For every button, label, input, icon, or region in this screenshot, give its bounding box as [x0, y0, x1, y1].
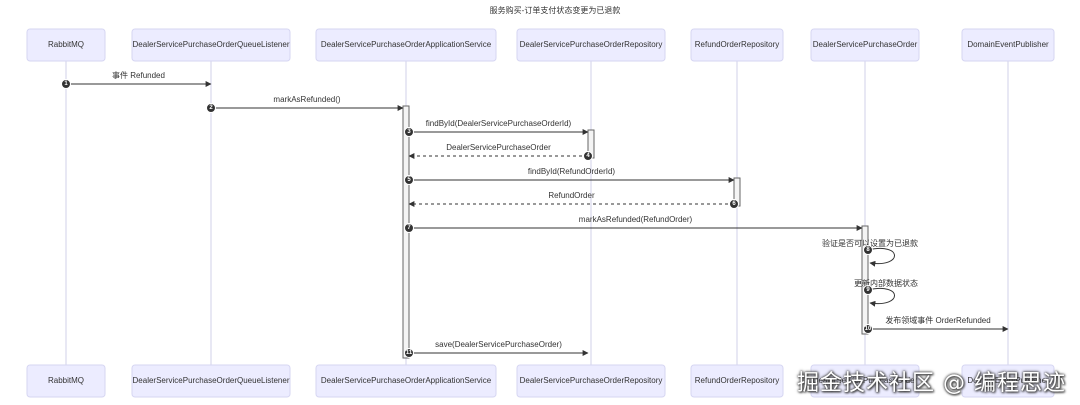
- participant-box-refundRepo-bottom[interactable]: [690, 364, 784, 398]
- sequence-number-badge: [583, 151, 593, 161]
- participant-label-listener-bottom: DealerServicePurchaseOrderQueueListener: [133, 376, 290, 385]
- sequence-number: 6: [732, 201, 736, 207]
- participants-top: RabbitMQ DealerServicePurchaseOrderQueueL…: [26, 28, 1055, 62]
- participant-box-app-bottom[interactable]: [315, 364, 497, 398]
- message-10: 发布领域事件 OrderRefunded 10: [863, 315, 1009, 334]
- participant-box-order-bottom[interactable]: [810, 364, 920, 398]
- message-label: RefundOrder: [548, 191, 595, 200]
- sequence-number-badge: [206, 103, 216, 113]
- diagram-title: 服务购买-订单支付状态变更为已退款: [490, 5, 621, 15]
- participant-label-order-bottom: DealerServicePurchaseOrder: [813, 376, 918, 385]
- message-label: 发布领域事件 OrderRefunded: [885, 315, 990, 325]
- participant-label-listener-top: DealerServicePurchaseOrderQueueListener: [133, 40, 290, 49]
- participant-box-listener-top[interactable]: [131, 28, 291, 62]
- sequence-number-badge: [404, 223, 414, 233]
- message-label: findById(RefundOrderId): [528, 167, 615, 176]
- message-arrow: [867, 288, 895, 307]
- participant-label-repo-bottom: DealerServicePurchaseOrderRepository: [520, 376, 663, 385]
- sequence-number: 8: [866, 247, 870, 253]
- message-label: markAsRefunded(): [273, 95, 340, 104]
- participant-box-mq-bottom[interactable]: [26, 364, 106, 398]
- watermark-text: 掘金技术社区 @ 编程思迹: [797, 371, 1066, 396]
- messages: 事件 Refunded 1 markAsRefunded() 2 findById(De…: [61, 70, 1009, 358]
- sequence-number: 3: [407, 129, 411, 135]
- participant-label-app-bottom: DealerServicePurchaseOrderApplicationSer…: [321, 376, 492, 385]
- participant-box-listener-bottom[interactable]: [131, 364, 291, 398]
- sequence-number-badge: [404, 348, 414, 358]
- sequence-number-badge: [404, 127, 414, 137]
- sequence-number-badge: [61, 79, 71, 89]
- message-4: DealerServicePurchaseOrder 4: [408, 143, 593, 161]
- sequence-number: 11: [406, 350, 413, 356]
- message-label: 验证是否可以设置为已退款: [822, 238, 918, 248]
- sequence-number-badge: [863, 324, 873, 334]
- sequence-number-badge: [729, 199, 739, 209]
- sequence-number: 5: [407, 177, 411, 183]
- participant-label-mq-bottom: RabbitMQ: [48, 376, 84, 385]
- participant-box-order-top[interactable]: [810, 28, 920, 62]
- participant-label-publisher-top: DomainEventPublisher: [967, 40, 1049, 49]
- participant-label-mq-top: RabbitMQ: [48, 40, 84, 49]
- participant-label-refundRepo-top: RefundOrderRepository: [695, 40, 779, 49]
- message-label: DealerServicePurchaseOrder: [446, 143, 551, 152]
- participant-label-refundRepo-bottom: RefundOrderRepository: [695, 376, 779, 385]
- message-label: 更新内部数据状态: [854, 278, 918, 288]
- participant-label-repo-top: DealerServicePurchaseOrderRepository: [520, 40, 663, 49]
- activation-order: [861, 225, 869, 335]
- sequence-number: 7: [407, 225, 411, 231]
- participant-box-publisher-bottom[interactable]: [961, 364, 1055, 398]
- message-label: findById(DealerServicePurchaseOrderId): [426, 119, 572, 128]
- message-6: RefundOrder 6: [408, 191, 739, 209]
- sequence-number: 2: [209, 105, 213, 111]
- participant-label-app-top: DealerServicePurchaseOrderApplicationSer…: [321, 40, 492, 49]
- participant-box-refundRepo-top[interactable]: [690, 28, 784, 62]
- participant-box-app-top[interactable]: [315, 28, 497, 62]
- participant-box-repo-bottom[interactable]: [516, 364, 666, 398]
- message-5: findById(RefundOrderId) 5: [404, 167, 735, 185]
- sequence-number-badge: [863, 285, 873, 295]
- participants-bottom: RabbitMQ DealerServicePurchaseOrderQueueL…: [26, 364, 1055, 398]
- message-1: 事件 Refunded 1: [61, 70, 212, 89]
- message-7: markAsRefunded(RefundOrder) 7: [404, 215, 863, 233]
- message-label: save(DealerServicePurchaseOrder): [435, 340, 562, 349]
- participant-label-publisher-bottom: DomainEventPublisher: [967, 376, 1049, 385]
- message-2: markAsRefunded() 2: [206, 95, 404, 113]
- participant-box-mq-top[interactable]: [26, 28, 106, 62]
- sequence-number: 9: [866, 287, 870, 293]
- sequence-number: 10: [865, 326, 872, 332]
- sequence-number: 4: [586, 153, 590, 159]
- sequence-number: 1: [64, 81, 68, 87]
- participant-label-order-top: DealerServicePurchaseOrder: [813, 40, 918, 49]
- participant-box-publisher-top[interactable]: [961, 28, 1055, 62]
- message-arrow: [867, 248, 895, 267]
- participant-box-repo-top[interactable]: [516, 28, 666, 62]
- message-11: save(DealerServicePurchaseOrder) 11: [404, 340, 589, 358]
- message-label: markAsRefunded(RefundOrder): [579, 215, 693, 224]
- sequence-number-badge: [863, 245, 873, 255]
- message-label: 事件 Refunded: [112, 70, 165, 80]
- message-3: findById(DealerServicePurchaseOrderId) 3: [404, 119, 589, 137]
- sequence-number-badge: [404, 175, 414, 185]
